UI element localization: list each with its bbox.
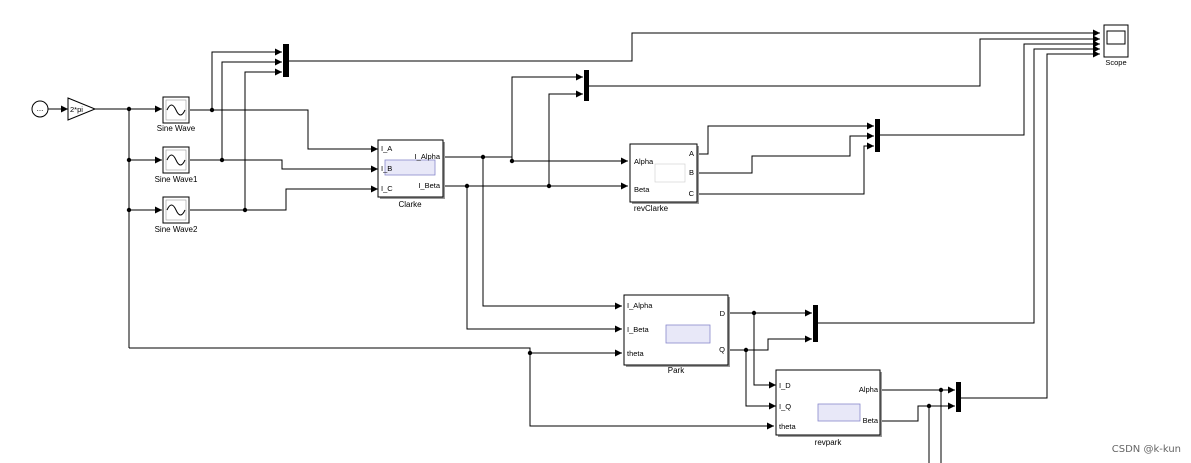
clarke-in-ic: I_C bbox=[381, 184, 393, 193]
scope-name: Scope bbox=[1105, 58, 1126, 67]
mux-bar bbox=[875, 119, 880, 152]
park-out-q: Q bbox=[719, 345, 725, 354]
park-in-theta: theta bbox=[627, 349, 645, 358]
junction-dots bbox=[126, 106, 944, 409]
revclarke-in-alpha: Alpha bbox=[634, 157, 654, 166]
mux-bar bbox=[813, 305, 818, 342]
mux-bar bbox=[584, 70, 589, 101]
sine-wave2-name: Sine Wave2 bbox=[155, 225, 198, 234]
gain-label: 2*pi bbox=[70, 105, 83, 114]
sine-wave2-block[interactable]: Sine Wave2 bbox=[155, 196, 198, 234]
clock-block[interactable]: ... bbox=[31, 100, 49, 118]
park-name: Park bbox=[668, 366, 685, 375]
sine-wave1-block[interactable]: Sine Wave1 bbox=[155, 146, 198, 184]
revclarke-in-beta: Beta bbox=[634, 185, 650, 194]
park-block[interactable]: I_Alpha I_Beta theta D Q Park bbox=[623, 294, 730, 375]
revclarke-name: revClarke bbox=[634, 204, 669, 213]
mux-bar bbox=[283, 44, 289, 77]
park-in-alpha: I_Alpha bbox=[627, 301, 653, 310]
sine-wave-name: Sine Wave bbox=[157, 124, 196, 133]
mux-blocks bbox=[283, 44, 961, 412]
signal-lines bbox=[48, 29, 1100, 463]
revclarke-out-a: A bbox=[689, 149, 694, 158]
sine-wave-block[interactable]: Sine Wave bbox=[157, 96, 196, 133]
clarke-name: Clarke bbox=[398, 200, 422, 209]
watermark: CSDN @k-kun bbox=[1111, 444, 1181, 455]
clarke-in-ia: I_A bbox=[381, 144, 392, 153]
revpark-out-beta: Beta bbox=[863, 416, 879, 425]
clarke-out-beta: I_Beta bbox=[418, 181, 441, 190]
mux-bar bbox=[956, 382, 961, 412]
gain-block[interactable]: 2*pi bbox=[67, 97, 97, 121]
revclarke-out-c: C bbox=[689, 189, 695, 198]
revpark-block[interactable]: I_D I_Q theta Alpha Beta revpark bbox=[775, 369, 882, 447]
park-in-beta: I_Beta bbox=[627, 325, 650, 334]
revpark-in-theta: theta bbox=[779, 422, 797, 431]
clarke-in-ib: I_B bbox=[381, 164, 392, 173]
revpark-name: revpark bbox=[815, 438, 843, 447]
revpark-out-alpha: Alpha bbox=[859, 385, 879, 394]
sine-wave1-name: Sine Wave1 bbox=[155, 175, 198, 184]
clock-label: ... bbox=[37, 104, 44, 113]
revclarke-out-b: B bbox=[689, 168, 694, 177]
scope-block[interactable]: Scope bbox=[1103, 24, 1129, 67]
clarke-out-alpha: I_Alpha bbox=[415, 152, 441, 161]
revpark-in-q: I_Q bbox=[779, 402, 791, 411]
revclarke-block[interactable]: Alpha Beta A B C revClarke bbox=[629, 143, 699, 213]
clarke-block[interactable]: I_A I_B I_C I_Alpha I_Beta Clarke bbox=[377, 139, 445, 209]
revpark-in-d: I_D bbox=[779, 381, 791, 390]
park-out-d: D bbox=[720, 309, 726, 318]
